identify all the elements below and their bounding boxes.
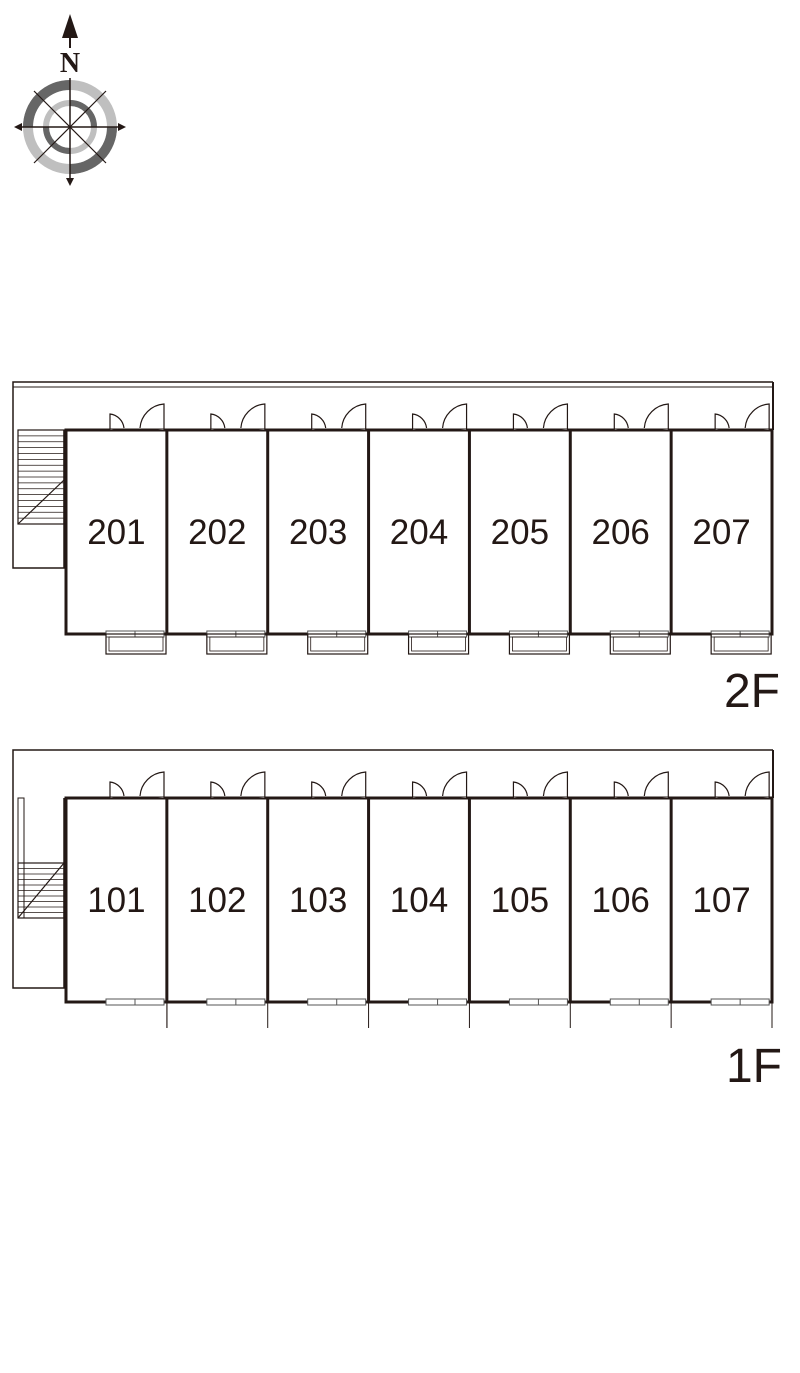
- unit-number-106: 106: [592, 881, 650, 920]
- window-icon: [105, 998, 165, 1006]
- door-icon: [109, 781, 126, 798]
- door-icon: [311, 413, 328, 430]
- floor-label-1f: 1F: [726, 1040, 782, 1093]
- unit-101[interactable]: 101: [87, 771, 168, 1028]
- unit-number-105: 105: [491, 881, 549, 920]
- unit-107[interactable]: 107: [669, 771, 773, 1028]
- unit-number-102: 102: [188, 881, 246, 920]
- entrance-door-icon: [743, 771, 770, 798]
- unit-number-103: 103: [289, 881, 347, 920]
- entrance-door-icon: [339, 771, 367, 798]
- unit-205[interactable]: 205: [467, 403, 571, 655]
- floor-label-2f: 2F: [724, 665, 780, 718]
- unit-104[interactable]: 104: [367, 771, 470, 1028]
- entrance-door-icon: [238, 771, 266, 798]
- entrance-door-icon: [642, 403, 669, 430]
- entrance-door-icon: [440, 771, 468, 798]
- door-icon: [613, 781, 631, 798]
- unit-number-107: 107: [692, 881, 750, 920]
- door-icon: [210, 781, 227, 798]
- door-icon: [613, 413, 631, 430]
- door-icon: [109, 413, 126, 430]
- unit-103[interactable]: 103: [266, 771, 370, 1028]
- balcony-icon: [407, 633, 470, 655]
- unit-number-104: 104: [390, 881, 448, 920]
- unit-202[interactable]: 202: [165, 403, 268, 655]
- door-icon: [714, 781, 732, 798]
- window-icon: [206, 998, 266, 1006]
- window-icon: [408, 998, 468, 1006]
- staircase-icon: [17, 429, 65, 525]
- window-icon: [609, 998, 669, 1006]
- entrance-door-icon: [138, 771, 165, 798]
- unit-206[interactable]: 206: [568, 403, 671, 655]
- north-label: N: [60, 48, 80, 79]
- balcony-icon: [105, 633, 167, 655]
- unit-204[interactable]: 204: [367, 403, 470, 655]
- window-icon: [508, 998, 568, 1006]
- door-icon: [311, 781, 328, 798]
- unit-number-201: 201: [87, 513, 145, 552]
- entrance-door-icon: [138, 403, 165, 430]
- door-icon: [512, 781, 530, 798]
- unit-number-202: 202: [188, 513, 246, 552]
- unit-number-204: 204: [390, 513, 448, 552]
- unit-number-206: 206: [592, 513, 650, 552]
- entrance-door-icon: [541, 771, 569, 798]
- compass-rose-icon: N: [14, 14, 126, 186]
- unit-number-207: 207: [692, 513, 750, 552]
- door-icon: [411, 413, 429, 430]
- window-icon: [307, 998, 367, 1006]
- window-icon: [710, 998, 770, 1006]
- entrance-door-icon: [238, 403, 266, 430]
- unit-105[interactable]: 105: [467, 771, 571, 1028]
- entrance-door-icon: [541, 403, 569, 430]
- door-icon: [411, 781, 429, 798]
- unit-201[interactable]: 201: [87, 403, 167, 655]
- door-icon: [714, 413, 732, 430]
- floor-1f-plan: 101 102 103 104 105 106 107 1F: [12, 749, 782, 1093]
- unit-207[interactable]: 207: [669, 403, 772, 655]
- balcony-icon: [206, 633, 268, 655]
- entrance-door-icon: [743, 403, 770, 430]
- unit-102[interactable]: 102: [165, 771, 269, 1028]
- balcony-icon: [307, 633, 369, 655]
- north-arrow-icon: [62, 14, 78, 38]
- balcony-icon: [609, 633, 671, 655]
- entrance-door-icon: [642, 771, 669, 798]
- balcony-icon: [710, 633, 772, 655]
- balcony-icon: [508, 633, 571, 655]
- unit-number-203: 203: [289, 513, 347, 552]
- unit-106[interactable]: 106: [568, 771, 672, 1028]
- unit-203[interactable]: 203: [266, 403, 369, 655]
- unit-number-101: 101: [87, 881, 145, 920]
- unit-number-205: 205: [491, 513, 549, 552]
- door-icon: [512, 413, 530, 430]
- entrance-door-icon: [339, 403, 367, 430]
- entrance-door-icon: [440, 403, 468, 430]
- floor-2f-plan: 201 202 203 204 205 206 207 2F: [12, 381, 780, 718]
- door-icon: [210, 413, 227, 430]
- staircase-icon: [17, 797, 65, 919]
